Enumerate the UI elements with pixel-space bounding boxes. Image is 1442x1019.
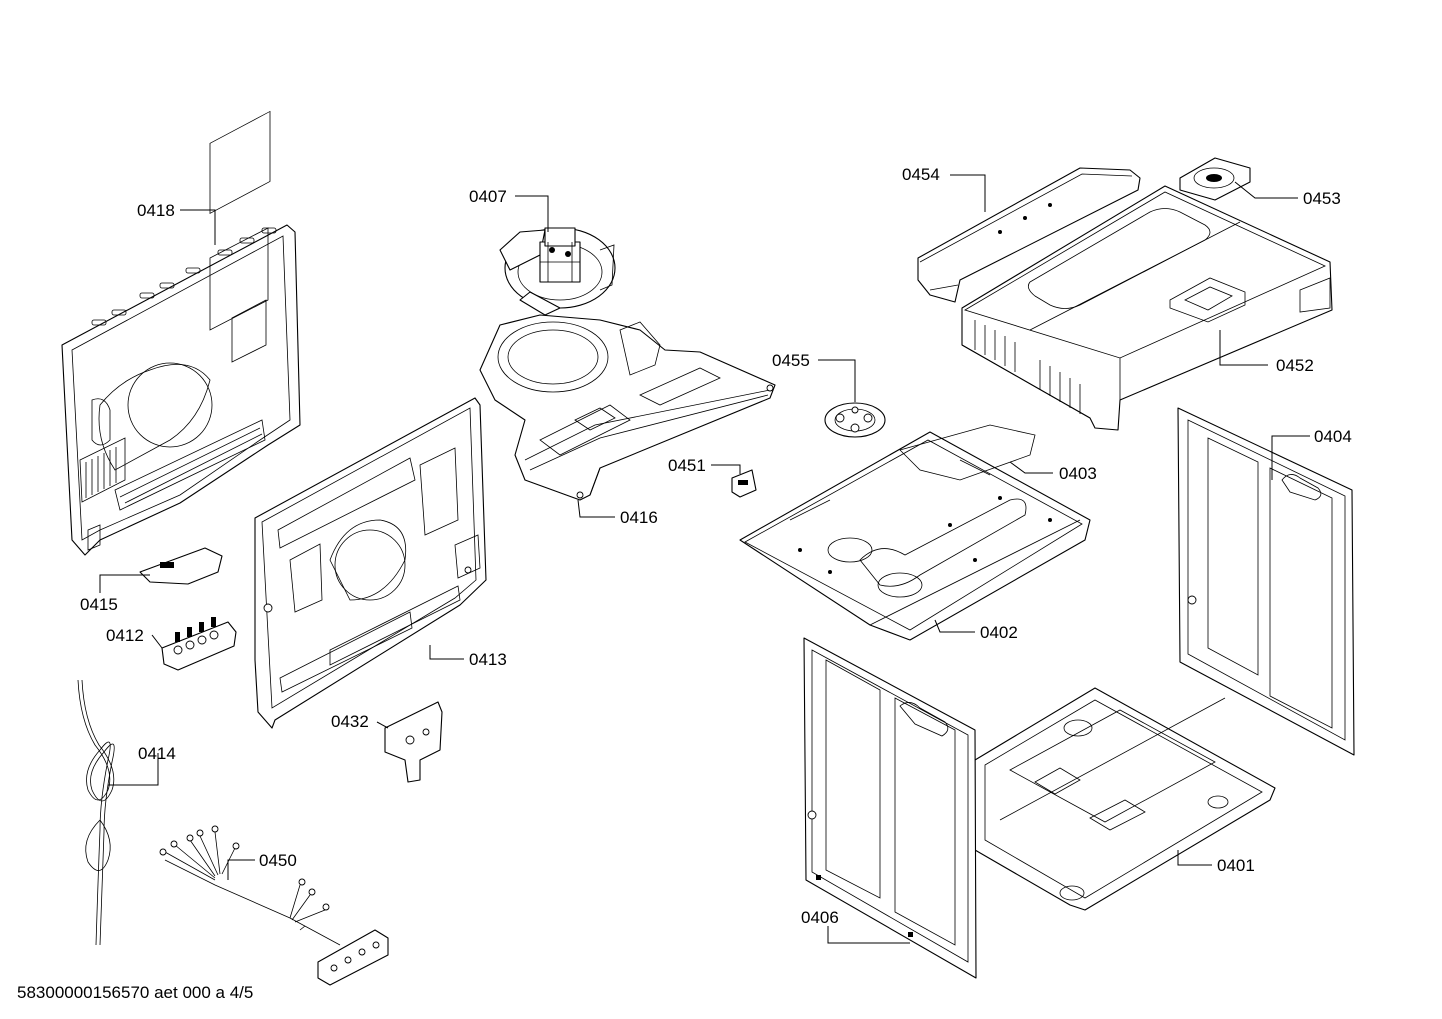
label-0418: 0418 — [137, 201, 175, 220]
part-0401-base-frame — [974, 687, 1276, 911]
label-0416: 0416 — [620, 508, 658, 527]
label-0450: 0450 — [259, 851, 297, 870]
part-0413-inner-rear-panel — [254, 397, 487, 729]
part-0453-fan-cap — [1179, 157, 1251, 201]
label-0412: 0412 — [106, 626, 144, 645]
label-0452: 0452 — [1276, 356, 1314, 375]
label-0402: 0402 — [980, 623, 1018, 642]
label-0453: 0453 — [1303, 189, 1341, 208]
part-0416-fan-housing — [479, 314, 776, 501]
document-footer: 58300000156570 aet 000 a 4/5 — [17, 983, 253, 1002]
part-0403-heater-cover — [739, 424, 1091, 641]
part-0455-fan-wheel — [824, 402, 886, 438]
part-0406-side-panel-left — [803, 637, 977, 979]
part-0404-side-panel-right — [1177, 407, 1355, 756]
part-0454-top-cover — [917, 167, 1141, 303]
part-0432-bracket — [384, 701, 443, 783]
label-0432: 0432 — [331, 712, 369, 731]
part-0415-connector — [139, 547, 223, 585]
part-0451-clip — [731, 469, 757, 498]
label-0401: 0401 — [1217, 856, 1255, 875]
label-0454: 0454 — [902, 165, 940, 184]
leader-lines — [99, 174, 1310, 944]
part-0407-fan-motor — [499, 227, 616, 316]
part-0418-rear-panel — [61, 110, 301, 556]
part-0412-terminal-block — [161, 617, 237, 671]
label-0407: 0407 — [469, 187, 507, 206]
label-0455: 0455 — [772, 351, 810, 370]
label-0413: 0413 — [469, 650, 507, 669]
part-0414-mains-cable — [77, 679, 115, 946]
label-0414: 0414 — [138, 744, 176, 763]
label-0403: 0403 — [1059, 464, 1097, 483]
label-0415: 0415 — [80, 595, 118, 614]
label-0404: 0404 — [1314, 427, 1352, 446]
part-0452-housing-top — [961, 185, 1333, 431]
part-labels: 0418 0407 0454 0453 0455 0452 0404 0451 … — [80, 165, 1352, 927]
part-0450-wiring-harness — [159, 825, 389, 986]
label-0451: 0451 — [668, 456, 706, 475]
label-0406: 0406 — [801, 908, 839, 927]
